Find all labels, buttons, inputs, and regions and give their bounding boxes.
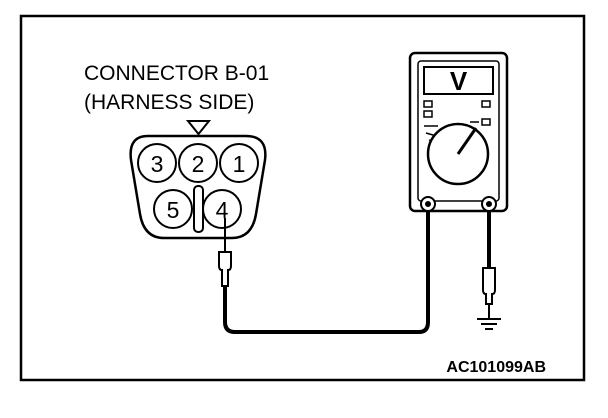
- mode-indicator-left-mid: [423, 110, 433, 118]
- voltmeter: V: [408, 51, 509, 213]
- figure-code: AC101099AB: [446, 359, 546, 376]
- pin-5: 5: [153, 189, 193, 229]
- pin-4: 4: [202, 189, 242, 229]
- figure-border: [19, 14, 586, 382]
- voltmeter-display-value: V: [450, 66, 468, 96]
- harness-side-label: (HARNESS SIDE): [84, 91, 254, 114]
- ground-symbol-icon: [477, 318, 501, 330]
- ground-probe: [482, 267, 496, 318]
- pin-1-label: 1: [233, 151, 246, 177]
- pin-4-label: 4: [216, 197, 229, 223]
- mode-indicator-left-top: [423, 100, 433, 108]
- voltmeter-display: [423, 66, 494, 95]
- pin-3: 3: [137, 143, 177, 183]
- negative-terminal: [420, 196, 436, 212]
- orientation-triangle-icon: [185, 120, 212, 136]
- pin-2-label: 2: [192, 151, 205, 177]
- pin-1: 1: [219, 143, 259, 183]
- connector-label: CONNECTOR B-01: [84, 62, 269, 85]
- connector-b01: 3 2 1 5 4: [129, 134, 267, 240]
- pin-3-label: 3: [151, 151, 164, 177]
- connector-key-slot: [193, 185, 204, 233]
- rotary-selector-pointer: [456, 127, 478, 155]
- pin-5-label: 5: [167, 197, 180, 223]
- mode-indicator-right-top: [481, 100, 491, 108]
- positive-terminal: [481, 196, 497, 212]
- mode-indicator-right-mid: [481, 118, 491, 126]
- connector-probe: [218, 218, 232, 287]
- pin-2: 2: [178, 143, 218, 183]
- negative-lead-wire: [223, 205, 430, 334]
